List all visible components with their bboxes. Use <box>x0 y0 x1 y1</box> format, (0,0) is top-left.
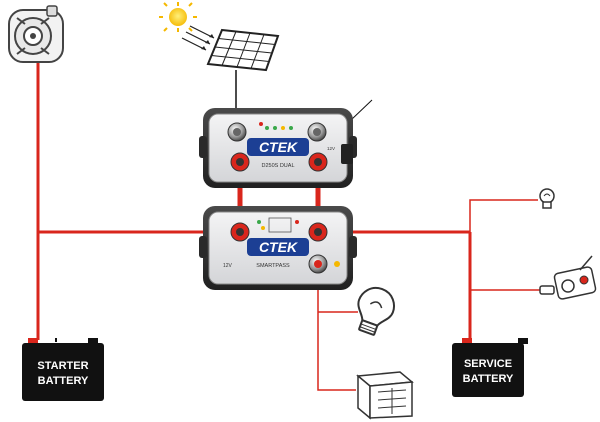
starter-battery-label-line2: BATTERY <box>38 375 89 387</box>
device-brand: CTEK <box>259 139 298 155</box>
starter-battery: STARTER BATTERY <box>22 338 104 401</box>
service-battery-label-line1: SERVICE <box>464 358 512 370</box>
ctek-d250s-dual-device: CTEK D250S DUAL 12V <box>199 108 357 188</box>
device-voltage: 12V <box>223 263 233 269</box>
wire-bulb <box>469 199 538 232</box>
ctek-smartpass-device: CTEK SMARTPASS 12V <box>199 206 357 290</box>
radio-icon <box>539 255 597 300</box>
starter-battery-label-line1: STARTER <box>37 360 88 372</box>
solar-panel-icon <box>206 28 280 72</box>
device-model: D250S DUAL <box>261 163 294 169</box>
light-bulb-icon <box>539 188 555 209</box>
device-brand: CTEK <box>259 239 298 255</box>
service-battery: SERVICE BATTERY <box>452 338 528 397</box>
lamp-icon <box>357 286 395 336</box>
device-model: SMARTPASS <box>256 263 290 269</box>
service-battery-label-line2: BATTERY <box>463 373 514 385</box>
sun-icon <box>159 2 215 51</box>
device-voltage: 12V <box>327 146 335 151</box>
alternator-icon <box>8 5 64 63</box>
fridge-icon <box>356 371 414 420</box>
wire-load-output <box>317 264 356 391</box>
